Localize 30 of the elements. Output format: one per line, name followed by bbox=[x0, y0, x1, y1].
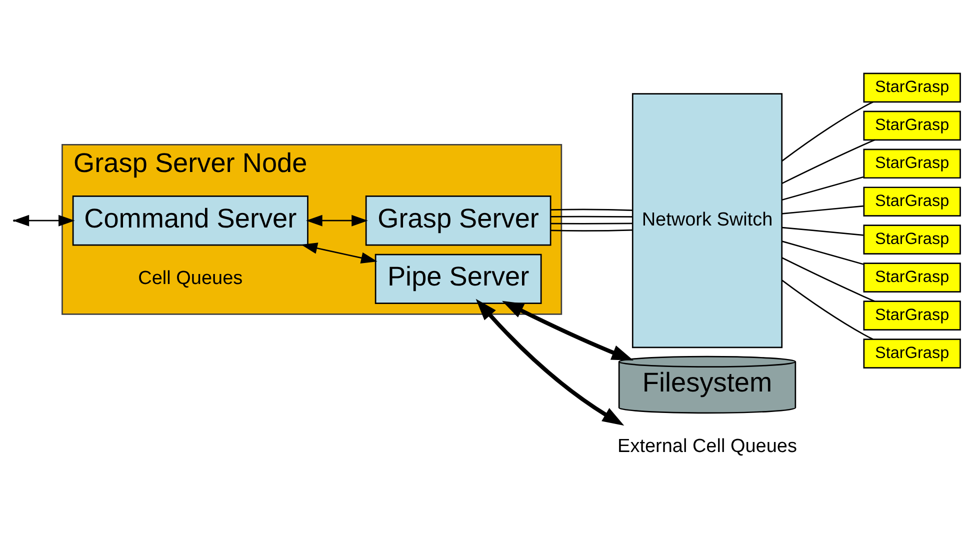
node-text: External Cell Queues bbox=[618, 436, 797, 457]
node-box: StarGrasp bbox=[863, 224, 961, 254]
node-box: StarGrasp bbox=[863, 110, 961, 140]
node-box: Command Server bbox=[72, 195, 308, 246]
node-box: StarGrasp bbox=[863, 262, 961, 292]
node-box: Network Switch bbox=[632, 92, 783, 348]
connector bbox=[782, 138, 876, 184]
arrow bbox=[476, 298, 624, 426]
label: Cell Queues bbox=[138, 267, 243, 288]
connector bbox=[782, 100, 874, 162]
node-box: StarGrasp bbox=[863, 186, 961, 216]
connector bbox=[782, 226, 864, 236]
node-box: StarGrasp bbox=[863, 72, 961, 102]
node-box: Pipe Server bbox=[374, 253, 542, 304]
connector bbox=[782, 204, 864, 214]
connector bbox=[782, 256, 876, 302]
connector bbox=[782, 240, 864, 264]
node-box: StarGrasp bbox=[863, 148, 961, 178]
node-box: Grasp Server bbox=[365, 195, 552, 246]
connector bbox=[782, 176, 864, 200]
node-box: StarGrasp bbox=[863, 300, 961, 330]
connector bbox=[782, 279, 874, 340]
node-box: StarGrasp bbox=[863, 338, 961, 368]
arrow bbox=[301, 242, 378, 263]
arrow bbox=[502, 300, 634, 360]
arrow bbox=[306, 214, 368, 226]
connector bbox=[550, 215, 633, 218]
connector bbox=[550, 222, 633, 224]
connector bbox=[550, 228, 633, 231]
connector bbox=[550, 208, 633, 210]
